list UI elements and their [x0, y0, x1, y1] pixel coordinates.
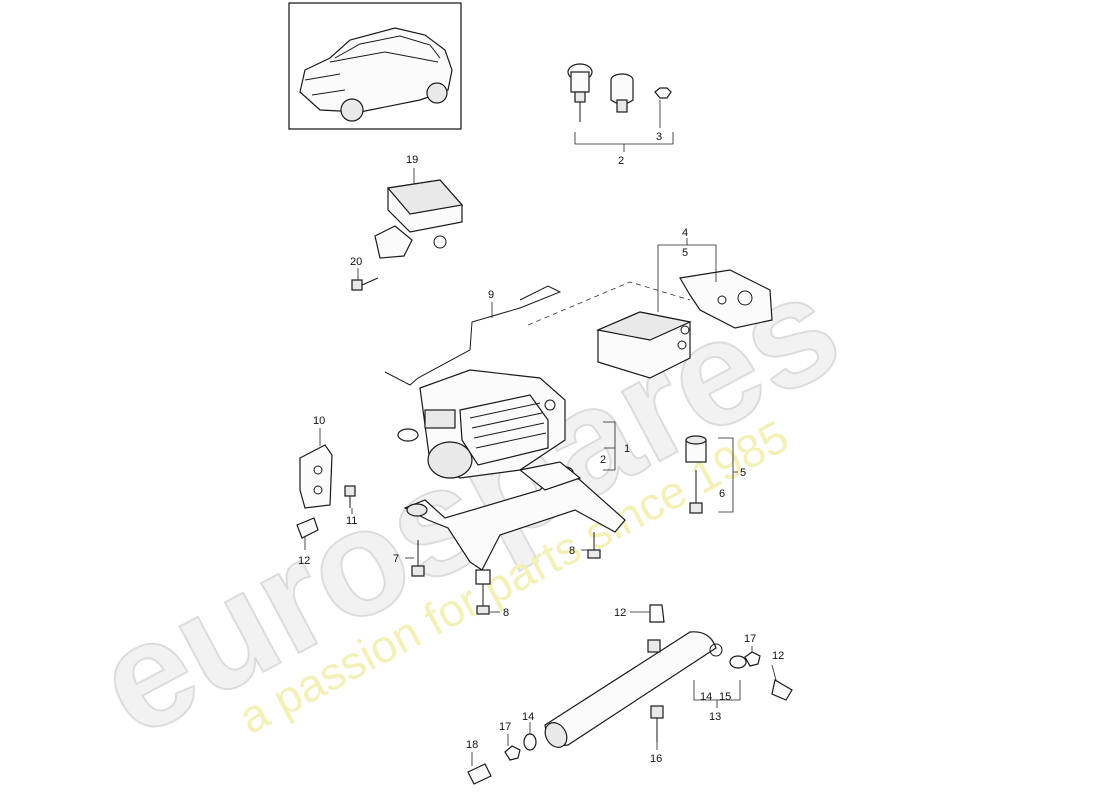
- vehicle-thumbnail: [288, 2, 462, 130]
- callout-5-right: 5: [740, 467, 746, 479]
- callout-17-right: 17: [744, 633, 756, 645]
- callout-labels: 1 2 2 3 4 5 5 6 7 8 8 9 10 11 12 12 12 1…: [298, 131, 784, 765]
- callout-13: 13: [709, 711, 721, 723]
- callout-20: 20: [350, 256, 362, 268]
- callout-3: 3: [656, 131, 662, 143]
- callout-4: 4: [682, 227, 688, 239]
- fitting-15: [729, 655, 747, 669]
- air-compressor: [397, 369, 566, 479]
- callout-18: 18: [466, 739, 478, 751]
- grommet-18: [467, 763, 492, 785]
- fitting-17-right: [744, 651, 761, 667]
- callout-8-bottom: 8: [503, 607, 509, 619]
- screw-16: [650, 705, 664, 742]
- callout-17-left: 17: [499, 721, 511, 733]
- mounting-frame: [403, 461, 626, 571]
- callout-5-top: 5: [682, 247, 688, 259]
- callout-12-top: 12: [614, 607, 626, 619]
- frame-bolt-7: [411, 540, 425, 577]
- sensor-screw: [351, 277, 379, 291]
- frame-bolt-8a: [587, 532, 601, 559]
- rubber-bush: [610, 73, 634, 113]
- callout-8-mid: 8: [569, 545, 575, 557]
- grommet-left: [296, 517, 319, 539]
- callout-2-mid: 2: [600, 454, 606, 466]
- callout-16: 16: [650, 753, 662, 765]
- callout-14-left: 14: [522, 711, 534, 723]
- grommet-top: [649, 604, 665, 623]
- callout-11: 11: [346, 515, 357, 527]
- screw-6: [689, 470, 703, 514]
- level-sensor: [374, 179, 464, 259]
- mount-bolt: [567, 63, 593, 122]
- callout-10: 10: [313, 415, 325, 427]
- callout-12-left: 12: [298, 555, 310, 567]
- frame-bolt-8b: [475, 569, 491, 615]
- relay-bracket: [679, 269, 773, 329]
- callout-2-top: 2: [618, 155, 624, 167]
- pressure-reservoir: [544, 631, 723, 748]
- fitting-14-left: [523, 733, 537, 751]
- callout-15: 15: [719, 691, 731, 703]
- hex-nut: [654, 87, 672, 99]
- control-relay: [595, 311, 692, 379]
- leader-lines: [304, 508, 777, 766]
- fitting-17-left: [504, 745, 521, 761]
- callout-12-right: 12: [772, 650, 784, 662]
- callout-9: 9: [488, 289, 494, 301]
- stud-bolt: [685, 435, 707, 463]
- bracket-screw: [344, 485, 356, 508]
- callout-7: 7: [393, 553, 399, 565]
- callout-1: 1: [624, 443, 630, 455]
- callout-19: 19: [406, 154, 418, 166]
- callout-14-right: 14: [700, 691, 712, 703]
- side-bracket: [299, 444, 333, 509]
- grommet-right: [771, 679, 793, 701]
- callout-6: 6: [719, 488, 725, 500]
- air-line-pipe: [384, 285, 562, 386]
